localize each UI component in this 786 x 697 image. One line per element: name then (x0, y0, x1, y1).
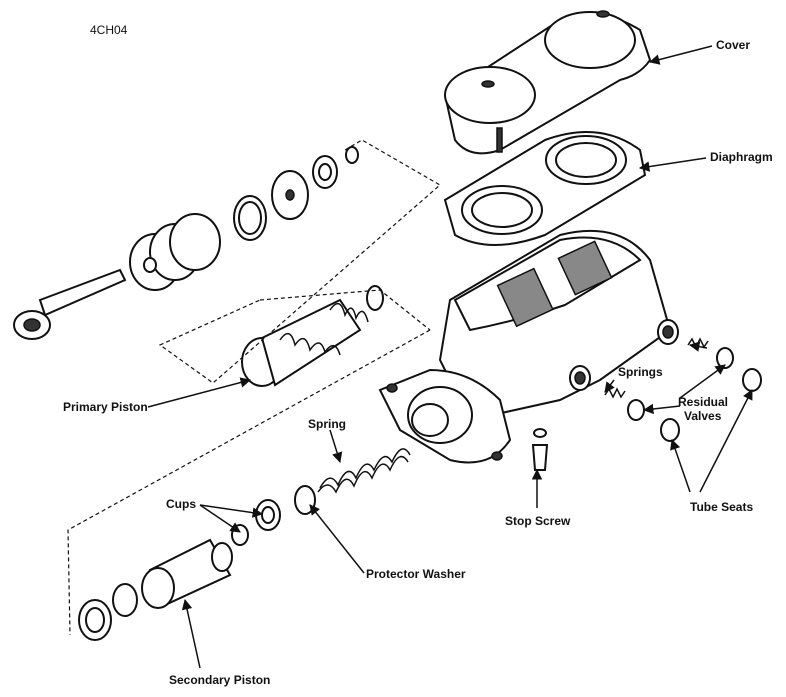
figure-code: 4CH04 (90, 23, 128, 37)
cover-part (443, 10, 652, 155)
diaphragm-part (443, 131, 647, 246)
label-springs: Springs (618, 365, 663, 379)
label-cups: Cups (166, 497, 196, 511)
secondary-spring (317, 448, 411, 494)
label-residual-valves-2: Valves (684, 409, 722, 423)
assembly-lines (67, 139, 442, 636)
label-primary-piston: Primary Piston (63, 400, 148, 414)
top-row-rings (233, 146, 359, 241)
label-diaphragm: Diaphragm (710, 150, 773, 164)
cylinder-body (378, 229, 679, 464)
label-spring: Spring (308, 417, 346, 431)
washers-cups (231, 485, 316, 546)
label-cover: Cover (716, 38, 750, 52)
label-stop-screw: Stop Screw (505, 514, 571, 528)
pushrod-boot (13, 213, 221, 340)
secondary-piston-part (78, 538, 233, 641)
primary-piston-part (241, 285, 384, 387)
label-protector-washer: Protector Washer (366, 567, 466, 581)
label-residual-valves-1: Residual (678, 395, 728, 409)
label-secondary-piston: Secondary Piston (169, 673, 270, 687)
leader-lines (147, 45, 753, 669)
label-tube-seats: Tube Seats (690, 500, 753, 514)
